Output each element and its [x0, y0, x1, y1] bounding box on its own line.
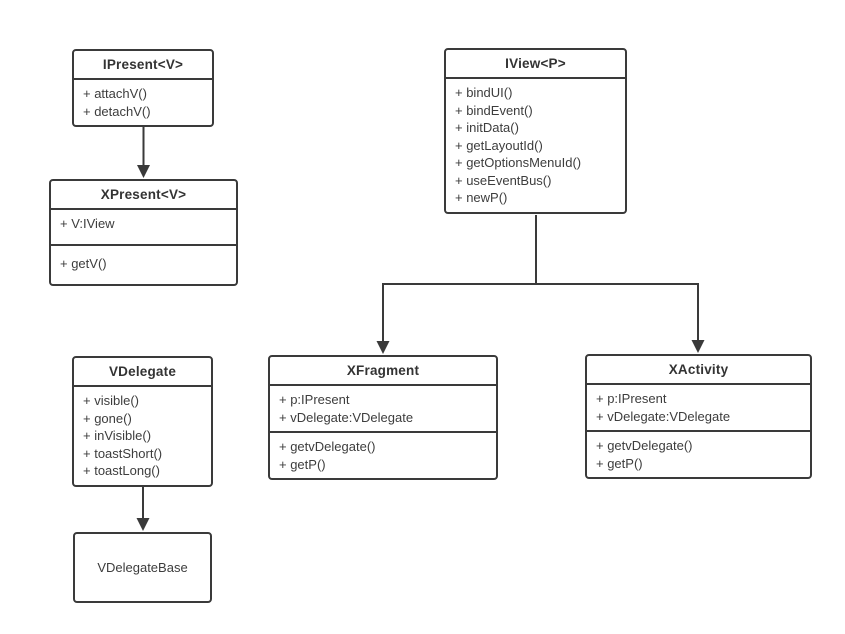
method-row: + getLayoutId(): [455, 137, 543, 153]
methods-section-iview: + bindUI() + bindEvent() + initData() + …: [446, 77, 625, 212]
class-box-iview[interactable]: IView<P> + bindUI() + bindEvent() + init…: [444, 48, 627, 214]
edge-iview-children: [376, 215, 705, 354]
field-row: + p:IPresent: [279, 392, 350, 407]
method-row: + inVisible(): [83, 428, 152, 443]
method-row: + bindUI(): [455, 85, 513, 100]
method-row: + visible(): [83, 393, 139, 408]
method-row: + attachV(): [83, 86, 147, 101]
class-title-vdelegate: VDelegate: [108, 364, 177, 379]
field-row: + V:IView: [60, 216, 115, 231]
class-title-xactivity: XActivity: [668, 362, 729, 377]
field-row: + vDelegate:VDelegate: [596, 408, 731, 424]
method-row: + initData(): [455, 120, 519, 135]
class-title-xfragment: XFragment: [346, 363, 420, 378]
methods-section-vdelegate: + visible() + gone() + inVisible() + toa…: [74, 385, 211, 485]
class-title-iview: IView<P>: [505, 56, 566, 71]
class-box-ipresent[interactable]: IPresent<V> + attachV() + detachV(): [72, 49, 214, 127]
arrowhead-xactivity: [691, 340, 705, 353]
class-title-ipresent: IPresent<V>: [102, 57, 184, 72]
method-row: + getvDelegate(): [596, 438, 693, 453]
class-box-xactivity[interactable]: XActivity + p:IPresent + vDelegate:VDele…: [585, 354, 812, 479]
class-box-xpresent[interactable]: XPresent<V> + V:IView + getV(): [49, 179, 238, 286]
class-box-vdelegatebase[interactable]: VDelegateBase: [73, 532, 212, 603]
fields-section-xfragment: + p:IPresent + vDelegate:VDelegate: [270, 384, 496, 431]
arrowhead-xfragment: [376, 341, 390, 354]
field-row: + vDelegate:VDelegate: [279, 409, 414, 425]
method-row: + getOptionsMenuId(): [455, 155, 582, 170]
method-row: + toastShort(): [83, 445, 163, 461]
method-row: + getP(): [596, 455, 643, 471]
method-row: + getP(): [279, 456, 326, 472]
method-row: + detachV(): [83, 103, 151, 119]
method-row: + newP(): [455, 190, 508, 205]
method-row: + bindEvent(): [455, 102, 533, 118]
method-row: + getV(): [60, 256, 107, 271]
edge-vdelegate-vdelegatebase: [136, 487, 150, 531]
fields-section-xactivity: + p:IPresent + vDelegate:VDelegate: [587, 383, 810, 430]
method-row: + toastLong(): [83, 463, 160, 478]
method-row: + gone(): [83, 410, 132, 426]
methods-section-xpresent: + getV(): [51, 244, 236, 284]
edge-ipresent-xpresent: [137, 126, 150, 178]
methods-section-xfragment: + getvDelegate() + getP(): [270, 431, 496, 478]
fields-section-xpresent: + V:IView: [51, 208, 236, 244]
class-box-xfragment[interactable]: XFragment + p:IPresent + vDelegate:VDele…: [268, 355, 498, 480]
method-row: + getvDelegate(): [279, 439, 376, 454]
field-row: + p:IPresent: [596, 391, 667, 406]
methods-section-ipresent: + attachV() + detachV(): [74, 78, 212, 125]
methods-section-xactivity: + getvDelegate() + getP(): [587, 430, 810, 477]
class-title-xpresent: XPresent<V>: [100, 187, 187, 202]
method-row: + useEventBus(): [455, 172, 552, 188]
class-box-vdelegate[interactable]: VDelegate + visible() + gone() + inVisib…: [72, 356, 213, 487]
class-title-vdelegatebase: VDelegateBase: [97, 560, 188, 575]
